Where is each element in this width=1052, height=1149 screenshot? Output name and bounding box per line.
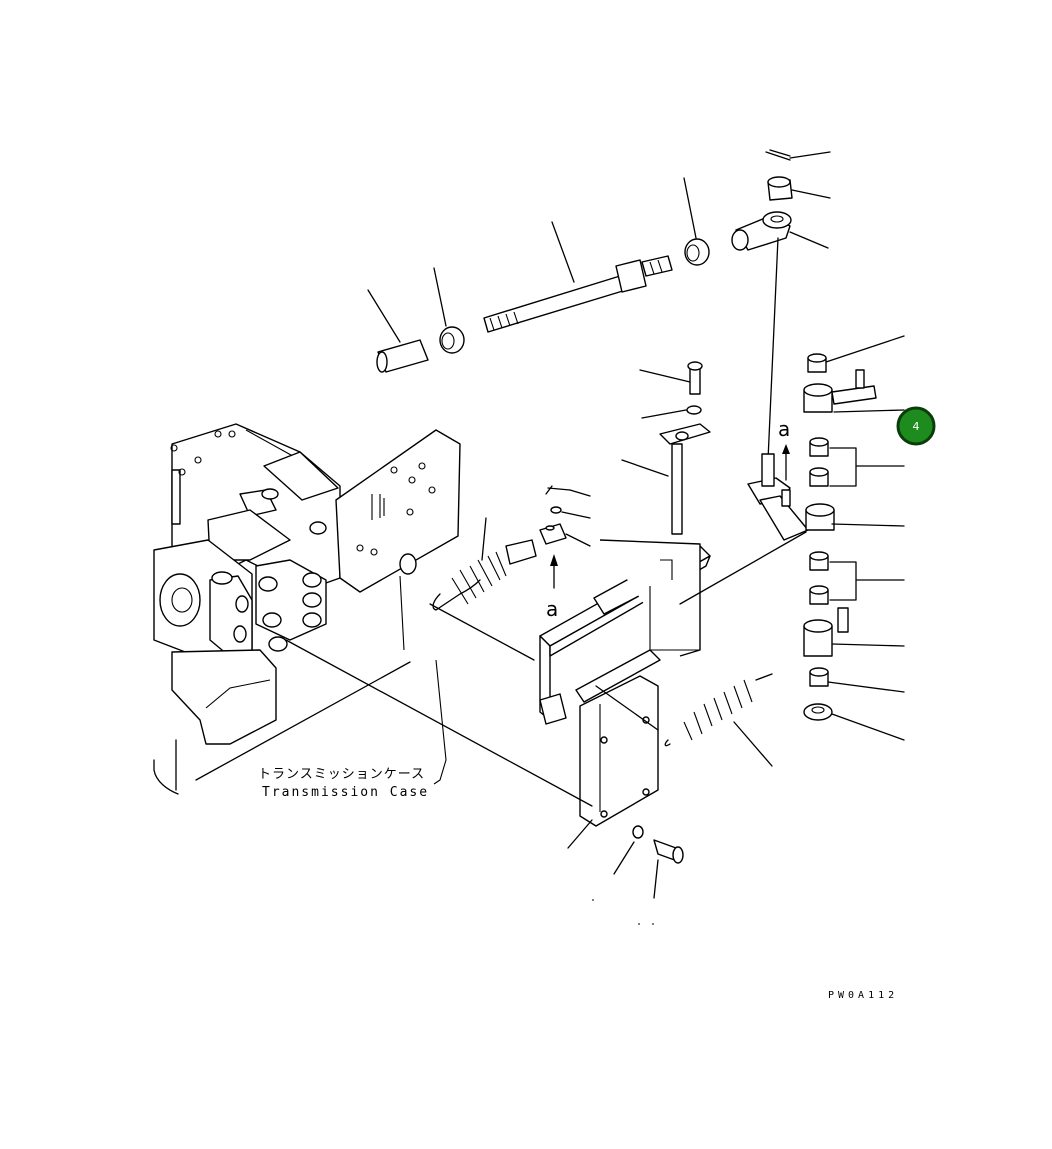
leader-lines-center: [621, 369, 691, 477]
view-mark-a-right: a: [778, 417, 790, 441]
callout-number: 4: [913, 420, 920, 433]
leader-lines-bracket: [429, 517, 807, 849]
callout-4[interactable]: 4: [896, 406, 936, 446]
bushing-5: [809, 585, 829, 605]
bolt-center: [687, 361, 703, 395]
small-clevis: [539, 523, 567, 545]
lever-arm-lower: [803, 607, 849, 657]
pivot-shaft: [659, 423, 711, 535]
drawing-code: PW0A112: [828, 990, 898, 1001]
leader-lines-right: [825, 335, 905, 741]
washer-bottom: [803, 703, 833, 721]
nut-left: [439, 326, 465, 354]
bushing-2: [809, 437, 829, 457]
bolt-bottom: [653, 839, 684, 864]
leader-lines-clip: [561, 489, 591, 547]
transmission-case-label: Transmission Case: [262, 785, 429, 800]
rod-end-clevis: [731, 211, 792, 251]
bushing-6: [809, 667, 829, 687]
bushing-3: [809, 467, 829, 487]
view-arrow-center: [550, 554, 558, 589]
threaded-rod: [483, 255, 673, 333]
leader-case-to-bracket: [285, 639, 593, 807]
bushing-4: [809, 551, 829, 571]
view-mark-a-center: a: [546, 597, 558, 621]
spacer-bushing: [376, 339, 429, 373]
bushing-1: [807, 353, 827, 373]
washer-center: [686, 405, 702, 415]
leader-lines-top: [367, 151, 831, 343]
transmission-case: [153, 423, 461, 795]
small-washer: [550, 506, 562, 514]
leader-lines-bottom: [592, 841, 659, 925]
mounting-bracket: [539, 539, 711, 827]
transmission-case-jp-label: トランスミッションケース: [258, 767, 425, 782]
washer-bolt: [632, 825, 644, 839]
cotter-pin: [765, 149, 791, 161]
view-arrow-right: [782, 444, 790, 481]
locknut-top: [767, 176, 793, 201]
nut-right: [684, 238, 710, 266]
small-pin: [545, 485, 571, 495]
link-rod: [767, 237, 779, 461]
bell-crank: [747, 453, 835, 541]
spring-lower: [664, 673, 773, 747]
lever-arm-upper: [803, 369, 877, 413]
spring-upper: [432, 539, 537, 611]
